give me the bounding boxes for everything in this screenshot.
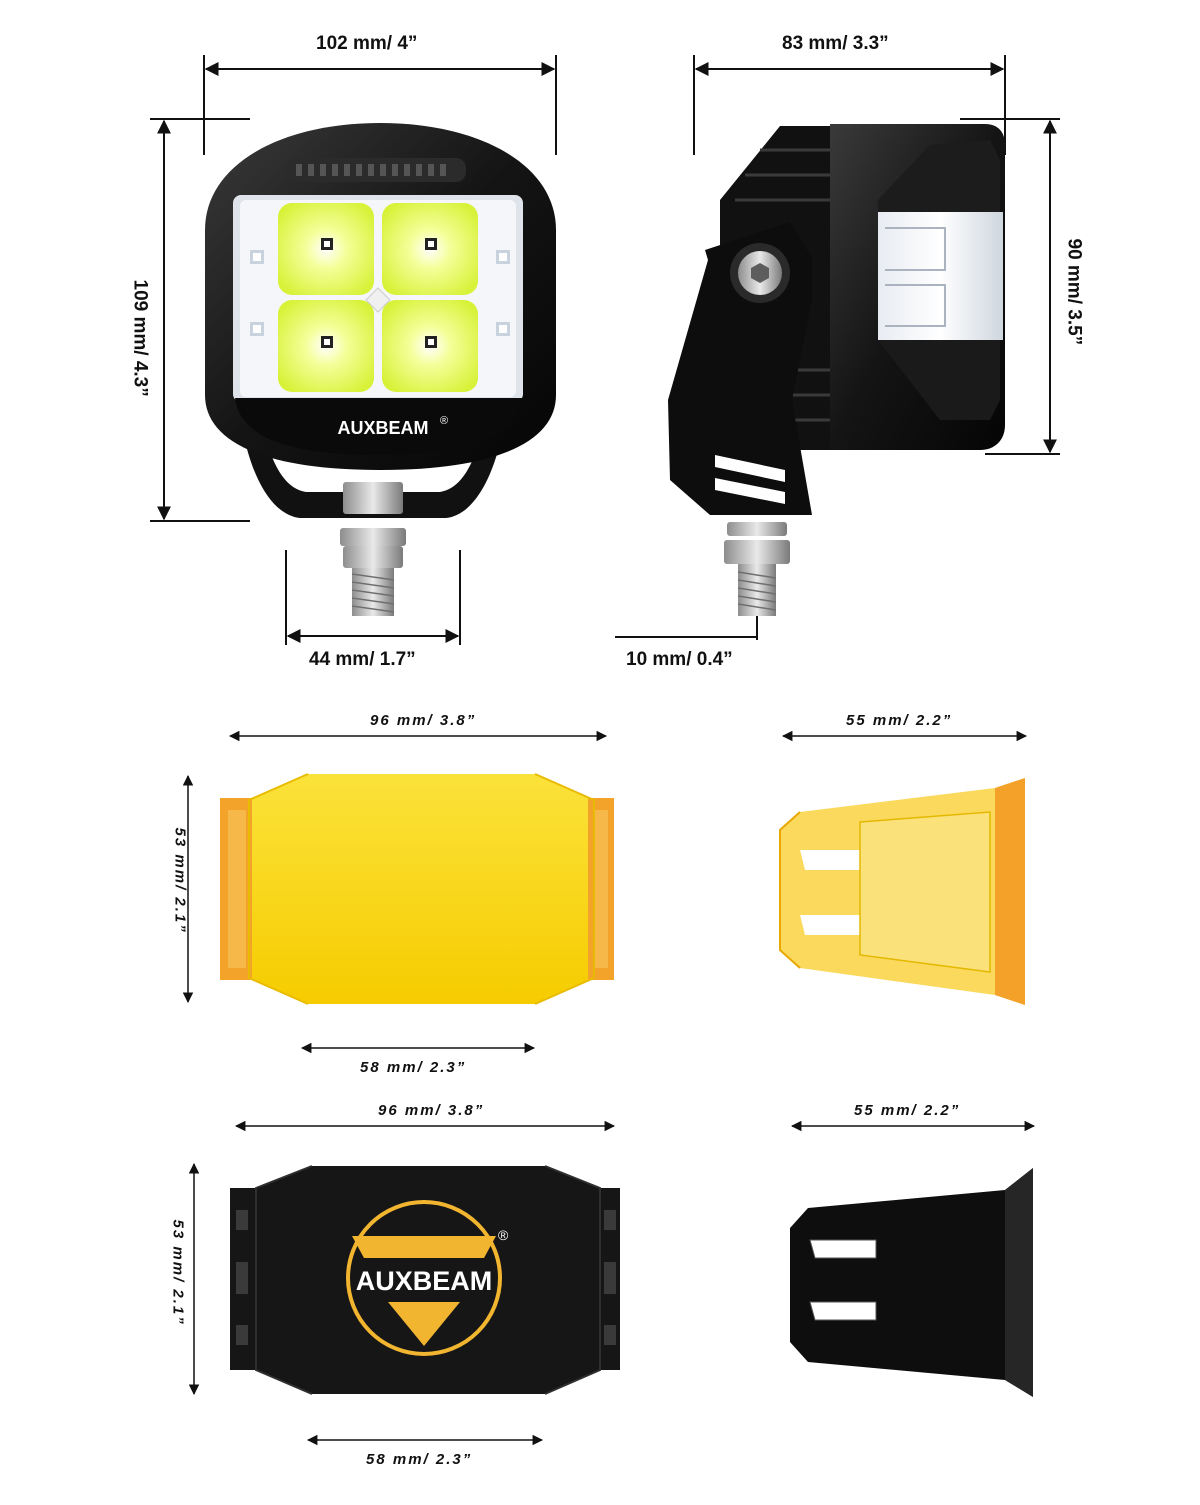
label-light-depth: 83 mm/ 3.3”: [782, 33, 889, 54]
front-registered-mark: ®: [440, 415, 448, 427]
cover-registered-mark: ®: [498, 1227, 509, 1243]
black-cover-side: [790, 1120, 1036, 1397]
front-logo: AUXBEAM: [337, 418, 428, 438]
label-bracket-width: 44 mm/ 1.7”: [309, 649, 416, 670]
label-black-side-depth: 55 mm/ 2.2”: [854, 1102, 961, 1119]
black-cover-front: [188, 1120, 620, 1446]
amber-cover-side: [779, 730, 1028, 1005]
label-amber-cover-height: 53 mm/ 2.1”: [171, 827, 189, 934]
label-amber-cover-inner-width: 58 mm/ 2.3”: [360, 1059, 467, 1076]
label-amber-side-depth: 55 mm/ 2.2”: [846, 712, 953, 729]
label-bolt-diameter: 10 mm/ 0.4”: [626, 649, 733, 670]
label-side-height: 90 mm/ 3.5”: [1063, 238, 1085, 346]
label-black-cover-width: 96 mm/ 3.8”: [378, 1102, 485, 1119]
label-amber-cover-width: 96 mm/ 3.8”: [370, 712, 477, 729]
cover-logo: AUXBEAM: [356, 1266, 493, 1296]
label-black-cover-inner-width: 58 mm/ 2.3”: [366, 1451, 473, 1468]
label-light-width: 102 mm/ 4”: [316, 33, 418, 54]
label-black-cover-height: 53 mm/ 2.1”: [169, 1219, 187, 1326]
front-view-light: [150, 55, 557, 645]
side-view-light: [615, 55, 1060, 640]
label-light-height: 109 mm/ 4.3”: [129, 279, 151, 397]
amber-cover-front: [182, 730, 614, 1054]
